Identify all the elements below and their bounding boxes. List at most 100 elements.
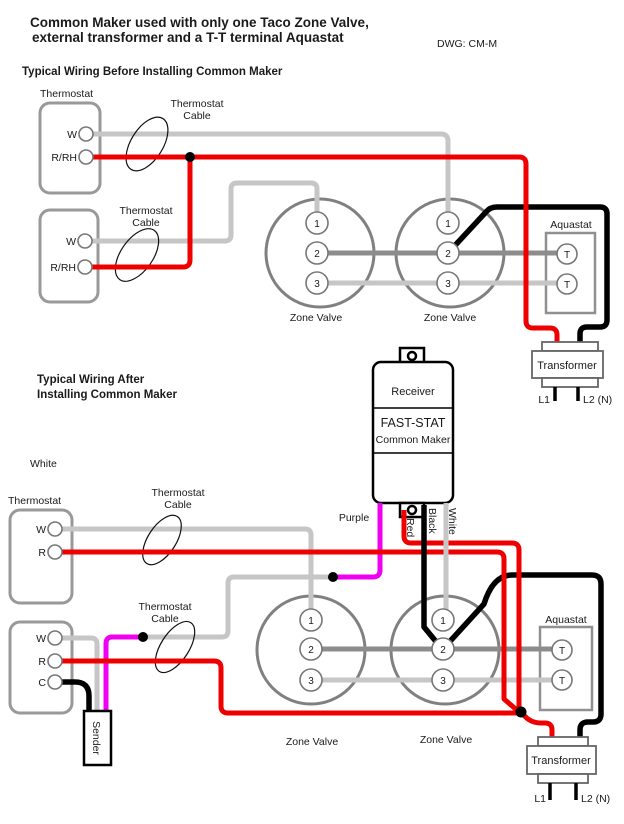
zone-valve-terminal-2 — [305, 241, 329, 265]
sender-box — [82, 709, 113, 767]
red-wire-branch-to-thermostat2 — [92, 157, 193, 270]
terminal-number: 3 — [440, 676, 446, 687]
zone-valve-terminal-3 — [431, 668, 455, 692]
terminal-number: 3 — [308, 676, 314, 687]
red-wire-label: Red — [404, 518, 416, 537]
thermostat-label: Thermostat — [8, 495, 61, 507]
white-wire-thermostat2-to-sender — [62, 635, 100, 712]
zone-valve-terminal-3 — [305, 271, 329, 295]
terminal-number: 1 — [308, 616, 314, 627]
zone-valve-terminal-2 — [299, 637, 323, 661]
purple-wire-label: Purple — [339, 512, 370, 524]
thermostat-terminal-w — [47, 521, 63, 537]
section-heading-before: Typical Wiring Before Installing Common … — [22, 66, 283, 78]
black-wire-zv-to-transformer — [440, 572, 604, 740]
thermostat-cable-symbol — [154, 620, 196, 674]
transformer-flange — [541, 377, 599, 388]
red-wire-thermostat1 — [62, 549, 520, 713]
terminal-number: 3 — [314, 279, 320, 290]
wire-junction-dot — [515, 706, 527, 718]
terminal-label-w: W — [67, 129, 77, 141]
white-wire-thermostat1-to-zv2 — [93, 131, 451, 223]
aquastat-t-terminal — [556, 273, 578, 295]
spliced-wire-to-purple — [143, 574, 333, 640]
terminal-label-w: W — [36, 633, 46, 645]
thermostat-terminal-r — [47, 653, 63, 669]
thermostat-terminal-w — [77, 233, 93, 249]
terminal-letter: T — [559, 646, 565, 657]
thermostat-terminal-w — [78, 126, 94, 142]
zone-valve-terminal-1 — [431, 608, 455, 632]
sender-label: Sender — [90, 721, 102, 755]
terminal-label-w: W — [66, 236, 76, 248]
terminal-label-w: W — [36, 524, 46, 536]
thermostat-cable-label: Cable — [164, 499, 192, 511]
aquastat-label: Aquastat — [550, 219, 592, 231]
thermostat-terminal-r — [47, 544, 63, 560]
terminal-number: 1 — [445, 219, 451, 230]
aquastat-t-terminal — [551, 639, 573, 661]
transformer-body — [526, 745, 597, 775]
red-wire-thermostat2 — [62, 658, 520, 716]
terminal-label-rrh: R/RH — [51, 152, 77, 164]
thermostat-box — [38, 101, 102, 195]
zone-valve-label: Zone Valve — [420, 734, 472, 746]
white-wire-thermostat2-to-zv1 — [92, 180, 320, 244]
zone-valve-label: Zone Valve — [290, 312, 342, 324]
black-wire-label: Black — [426, 508, 438, 534]
white-note-label: White — [30, 458, 57, 470]
thermostat-terminal-w — [47, 630, 63, 646]
zone-valve-label: Zone Valve — [286, 736, 338, 748]
black-wire-c-to-sender — [62, 679, 92, 712]
white-wire-thermostat1-to-zv1 — [62, 526, 314, 620]
thermostat-box — [38, 208, 100, 304]
terminal-number: 3 — [445, 279, 451, 290]
page-title-line2: external transformer and a T-T terminal … — [32, 30, 344, 45]
white-wire-label: White — [446, 508, 458, 535]
zone-valve-terminal-1 — [305, 211, 329, 235]
purple-wire-sender — [103, 634, 143, 712]
terminal-number: 1 — [314, 219, 320, 230]
black-wire-receiver-to-zv — [421, 505, 441, 646]
terminal-label-c: C — [38, 677, 46, 689]
thermostat-label: Thermostat — [40, 88, 93, 100]
thermostat-cable-symbol — [114, 228, 160, 282]
purple-wire-receiver — [333, 503, 383, 580]
thermostat-terminal-c — [47, 674, 63, 690]
zone-valve-terminal-1 — [299, 608, 323, 632]
transformer-label: Transformer — [531, 755, 591, 767]
thermostat-cable-label: Thermostat — [119, 205, 172, 217]
thermostat-cable-label: Cable — [151, 613, 179, 625]
red-wire-receiver — [401, 510, 522, 711]
zone-valve-terminal-3 — [299, 668, 323, 692]
wire-junction-dot — [138, 632, 148, 642]
receiver-product-label: Common Maker — [376, 434, 451, 446]
dwg-number: DWG: CM-M — [437, 38, 497, 50]
l2-label: L2 (N) — [581, 793, 610, 805]
transformer-flange — [541, 341, 599, 352]
red-wire-thermostat1-to-transformer — [93, 154, 560, 344]
page-title-line1: Common Maker used with only one Taco Zon… — [30, 15, 369, 30]
receiver-mount-hole — [406, 350, 418, 362]
terminal-letter: T — [564, 250, 570, 261]
terminal-label-r: R — [38, 547, 46, 559]
zone-valve-terminal-3 — [436, 271, 460, 295]
thermostat-cable-label: Thermostat — [138, 601, 191, 613]
terminal-number: 2 — [440, 645, 446, 656]
receiver-mount-hole — [406, 504, 418, 516]
aquastat-box — [538, 625, 594, 712]
terminal-letter: T — [559, 676, 565, 687]
section-heading-after-line2: Installing Common Maker — [37, 389, 177, 401]
aquastat-t-terminal — [551, 669, 573, 691]
receiver-brand-label: FAST-STAT — [381, 416, 446, 430]
zone-valve-terminal-1 — [436, 211, 460, 235]
terminal-number: 1 — [440, 616, 446, 627]
thermostat-cable-label: Cable — [183, 110, 211, 122]
wire-junction-dot — [328, 572, 338, 582]
l1-label: L1 — [534, 793, 546, 805]
thermostat-terminal-r — [78, 149, 94, 165]
receiver-box — [371, 360, 455, 505]
black-wire-zv-to-transformer — [445, 204, 610, 344]
zone-valve-terminal-2 — [436, 241, 460, 265]
